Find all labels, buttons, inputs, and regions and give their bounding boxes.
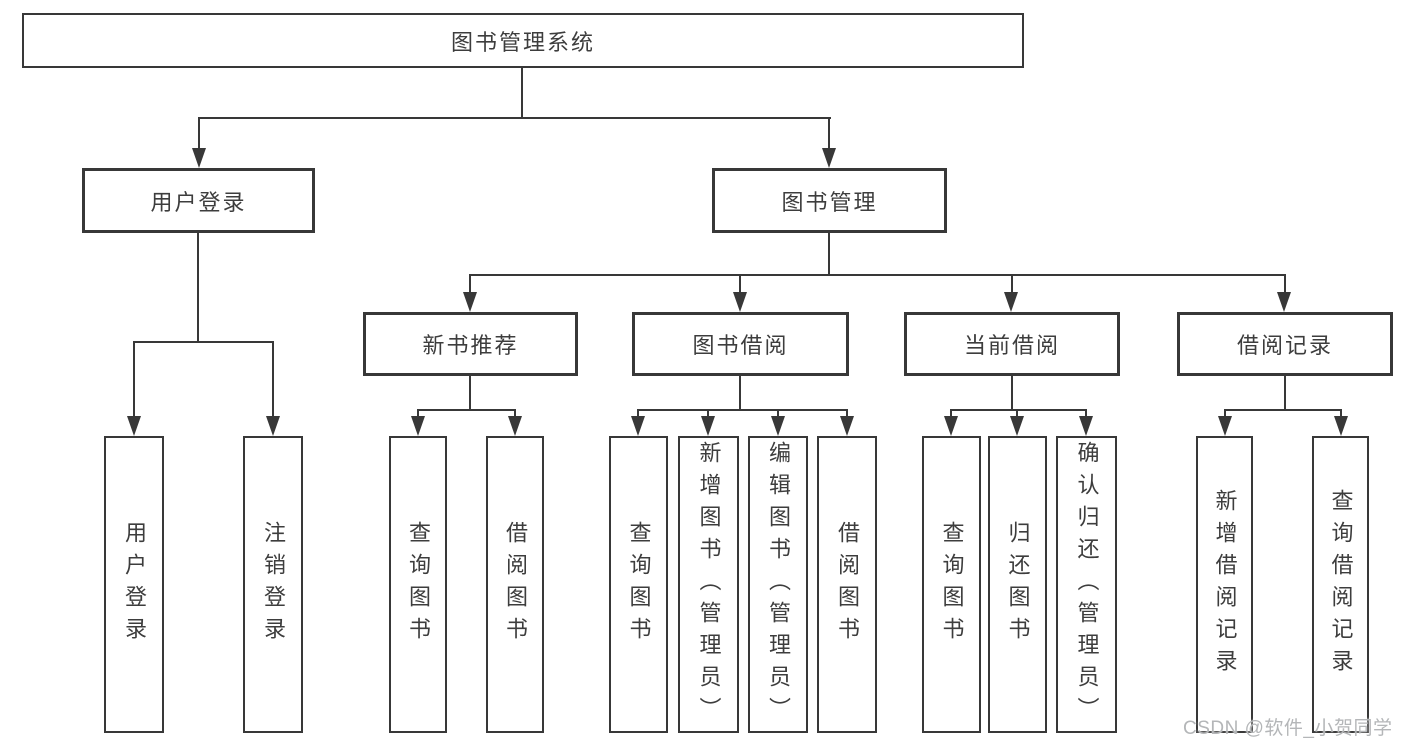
arrowhead-cb-confirm xyxy=(1079,416,1093,436)
connector-nb-branch xyxy=(417,409,516,411)
arrowhead-current-borrowing xyxy=(1004,292,1018,312)
connector-drop-borrowing-records xyxy=(1284,274,1286,296)
connector-drop-current-borrowing xyxy=(1011,274,1013,296)
node-new-book-recommend: 新书推荐 xyxy=(363,312,578,376)
node-root-label: 图书管理系统 xyxy=(450,29,595,55)
connector-drop-br-query xyxy=(1340,409,1342,422)
node-borrowing-records-label: 借阅记录 xyxy=(1236,333,1333,358)
connector-br-stub xyxy=(1284,376,1286,411)
leaf-records-query-record: 查询借阅记录 xyxy=(1312,436,1369,733)
arrowhead-nb-borrow xyxy=(508,416,522,436)
node-root: 图书管理系统 xyxy=(22,13,1024,68)
leaf-current-confirm-return: 确认归还（管理员） xyxy=(1056,436,1117,733)
leaf-current-return-books: 归还图书 xyxy=(988,436,1047,733)
leaf-borrowing-borrow-books: 借阅图书 xyxy=(817,436,877,733)
leaf-borrowing-query-books: 查询图书 xyxy=(609,436,668,733)
connector-drop-cb-query xyxy=(950,409,952,422)
leaf-current-return-books-label: 归还图书 xyxy=(1005,520,1031,649)
connector-drop-nb-query xyxy=(417,409,419,422)
arrowhead-book-management xyxy=(822,148,836,168)
leaf-borrowing-borrow-books-label: 借阅图书 xyxy=(835,520,860,649)
leaf-newbook-query-books: 查询图书 xyxy=(389,436,447,733)
connector-drop-leaf-login xyxy=(133,341,135,420)
leaf-records-add-record: 新增借阅记录 xyxy=(1196,436,1253,733)
connector-drop-bb-query xyxy=(637,409,639,422)
node-book-borrowing: 图书借阅 xyxy=(632,312,849,376)
leaf-borrowing-add-books-label: 新增图书（管理员） xyxy=(696,440,722,729)
node-current-borrowing: 当前借阅 xyxy=(904,312,1120,376)
leaf-records-add-record-label: 新增借阅记录 xyxy=(1212,488,1238,681)
connector-bm-branch xyxy=(469,274,1286,276)
arrowhead-bb-borrow xyxy=(840,416,854,436)
connector-drop-leaf-logout xyxy=(272,341,274,420)
node-book-management: 图书管理 xyxy=(712,168,947,233)
leaf-newbook-query-books-label: 查询图书 xyxy=(406,520,431,649)
arrowhead-cb-query xyxy=(944,416,958,436)
connector-root-branch xyxy=(198,117,831,119)
leaf-borrowing-add-books: 新增图书（管理员） xyxy=(678,436,739,733)
connector-cb-branch xyxy=(950,409,1087,411)
arrowhead-new-book xyxy=(463,292,477,312)
leaf-current-query-books: 查询图书 xyxy=(922,436,981,733)
arrowhead-cb-return xyxy=(1010,416,1024,436)
connector-drop-new-book xyxy=(469,274,471,296)
arrowhead-borrowing-records xyxy=(1277,292,1291,312)
connector-br-branch xyxy=(1224,409,1341,411)
node-borrowing-records: 借阅记录 xyxy=(1177,312,1393,376)
leaf-borrowing-edit-books: 编辑图书（管理员） xyxy=(748,436,808,733)
leaf-newbook-borrow-books-label: 借阅图书 xyxy=(503,520,528,649)
leaf-newbook-borrow-books: 借阅图书 xyxy=(486,436,544,733)
node-user-login: 用户登录 xyxy=(82,168,315,233)
connector-drop-user-login xyxy=(198,117,200,150)
connector-drop-bb-add xyxy=(707,409,709,422)
arrowhead-bb-edit xyxy=(771,416,785,436)
leaf-user-login: 用户登录 xyxy=(104,436,164,733)
connector-drop-cb-confirm xyxy=(1085,409,1087,422)
leaf-borrowing-query-books-label: 查询图书 xyxy=(626,520,652,649)
leaf-current-query-books-label: 查询图书 xyxy=(939,520,965,649)
connector-bb-branch xyxy=(637,409,848,411)
connector-cb-stub xyxy=(1011,376,1013,411)
arrowhead-br-add xyxy=(1218,416,1232,436)
connector-ul-stub xyxy=(197,233,199,343)
connector-drop-book-borrowing xyxy=(739,274,741,296)
arrowhead-leaf-login xyxy=(127,416,141,436)
csdn-watermark: CSDN @软件_小贺同学 xyxy=(1183,718,1393,739)
node-book-borrowing-label: 图书借阅 xyxy=(692,333,789,358)
arrowhead-user-login xyxy=(192,148,206,168)
leaf-user-login-label: 用户登录 xyxy=(122,520,147,649)
connector-drop-cb-return xyxy=(1016,409,1018,422)
leaf-records-query-record-label: 查询借阅记录 xyxy=(1328,488,1354,681)
connector-ul-branch xyxy=(133,341,274,343)
leaf-logout-label: 注销登录 xyxy=(261,520,286,649)
connector-nb-stub xyxy=(469,376,471,411)
arrowhead-bb-add xyxy=(701,416,715,436)
connector-bb-stub xyxy=(739,376,741,411)
arrowhead-book-borrowing xyxy=(733,292,747,312)
node-new-book-recommend-label: 新书推荐 xyxy=(422,333,519,358)
connector-root-stub xyxy=(521,68,523,119)
arrowhead-leaf-logout xyxy=(266,416,280,436)
connector-bm-stub xyxy=(828,233,830,276)
connector-drop-bb-borrow xyxy=(846,409,848,422)
leaf-current-confirm-return-label: 确认归还（管理员） xyxy=(1074,440,1100,729)
arrowhead-nb-query xyxy=(411,416,425,436)
leaf-logout: 注销登录 xyxy=(243,436,303,733)
connector-drop-br-add xyxy=(1224,409,1226,422)
connector-drop-bb-edit xyxy=(777,409,779,422)
node-current-borrowing-label: 当前借阅 xyxy=(963,333,1060,358)
leaf-borrowing-edit-books-label: 编辑图书（管理员） xyxy=(766,440,791,729)
connector-drop-book-management xyxy=(828,117,830,150)
node-book-management-label: 图书管理 xyxy=(781,189,878,215)
connector-drop-nb-borrow xyxy=(514,409,516,422)
arrowhead-bb-query xyxy=(631,416,645,436)
node-user-login-label: 用户登录 xyxy=(150,189,247,215)
arrowhead-br-query xyxy=(1334,416,1348,436)
